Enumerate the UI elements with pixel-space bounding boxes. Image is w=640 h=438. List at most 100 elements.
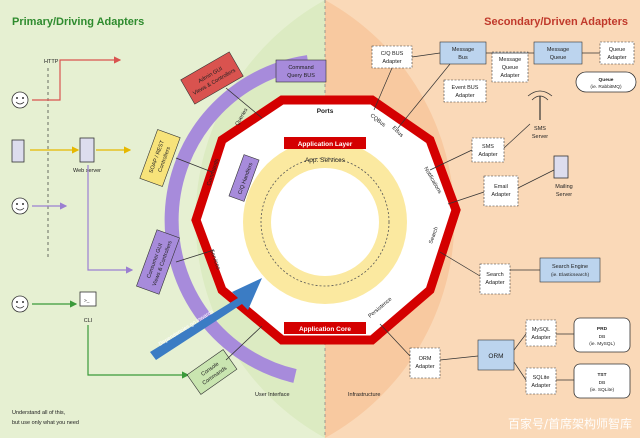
- infrastructure-label: Infrastructure: [348, 392, 380, 398]
- footnote-line-2: but use only what you need: [12, 420, 79, 426]
- cqbus-port-connector: [373, 67, 393, 111]
- message-queue: Message Queue: [533, 41, 583, 65]
- orm-mysql-connector: [513, 333, 527, 351]
- app-services-label: App. Services: [305, 157, 346, 164]
- persistence-port-connector: [379, 323, 411, 357]
- svg-text:Queue: Queue: [550, 55, 567, 61]
- test-db: TST DB (ie. SQLite): [573, 363, 631, 399]
- event-bus-adapter: Event BUS Adapter: [443, 79, 487, 103]
- orm-adapter: ORM Adapter: [409, 347, 441, 379]
- sms-server-label-1: SMS: [534, 126, 546, 132]
- cli-label: CLI: [84, 318, 93, 324]
- svg-text:MySQL: MySQL: [532, 327, 550, 333]
- admin-gui-adapter: Admin GUI Views & Controllers: [180, 51, 244, 105]
- svg-text:Search Engine: Search Engine: [552, 264, 588, 270]
- message-bus: Message Bus: [439, 41, 487, 65]
- admin-port-connector: [225, 87, 263, 119]
- svg-text:Adapter: Adapter: [531, 383, 550, 389]
- svg-text:Adapter: Adapter: [531, 335, 550, 341]
- prod-db: PRD DB (ie. MySQL): [573, 317, 631, 353]
- svg-text:SQLite: SQLite: [533, 375, 550, 381]
- svg-text:Adapter: Adapter: [485, 280, 504, 286]
- mysql-adapter: MySQL Adapter: [525, 319, 557, 347]
- cli-icon: [79, 291, 97, 307]
- svg-text:Message: Message: [452, 47, 474, 53]
- mailing-server-label-2: Server: [556, 192, 572, 198]
- cli-prompt-icon: >_: [84, 298, 90, 304]
- soap-rest-adapter: SOAP / REST Controllers: [139, 129, 181, 187]
- svg-text:Queue: Queue: [609, 47, 626, 53]
- svg-text:Adapter: Adapter: [382, 59, 401, 65]
- sms-adapter: SMS Adapter: [471, 137, 505, 163]
- http-label: HTTP: [44, 59, 59, 65]
- svg-text:Adapter: Adapter: [415, 364, 434, 370]
- server-icon: [11, 139, 25, 163]
- console-port-connector: [225, 325, 263, 361]
- sms-server-connector: [503, 123, 531, 149]
- antenna-icon: [527, 90, 553, 120]
- svg-text:(ie. MySQL): (ie. MySQL): [589, 341, 615, 347]
- svg-text:Adapter: Adapter: [491, 192, 510, 198]
- application-core-badge: [284, 322, 366, 334]
- svg-text:Search: Search: [486, 272, 503, 278]
- user-icon: [11, 295, 29, 313]
- orm-sqlite-connector: [513, 361, 527, 381]
- svg-text:Adapter: Adapter: [455, 93, 474, 99]
- sms-port-connector: [429, 149, 473, 171]
- primary-header: Primary/Driving Adapters: [12, 16, 144, 28]
- svg-text:Command: Command: [288, 65, 313, 71]
- cq-bus-adapter: C/Q BUS Adapter: [371, 45, 413, 69]
- svg-text:Adapter: Adapter: [500, 73, 519, 79]
- consumer-port-connector: [175, 249, 215, 263]
- web-server-icon: [79, 137, 95, 163]
- svg-text:Bus: Bus: [458, 55, 468, 61]
- application-layer-label: Application Layer: [298, 141, 353, 148]
- svg-text:Adapter: Adapter: [478, 152, 497, 158]
- port-label-search: Search: [428, 226, 440, 244]
- web-server-label: Web server: [73, 168, 101, 174]
- svg-text:Email: Email: [494, 184, 508, 190]
- queue-store: Queue (ie. RabbitMQ): [575, 71, 637, 93]
- svg-text:ORM: ORM: [419, 356, 432, 362]
- orm-adapter-orm-connector: [439, 355, 479, 361]
- secondary-header: Secondary/Driven Adapters: [484, 16, 628, 28]
- svg-text:ORM: ORM: [488, 353, 503, 360]
- svg-text:SMS: SMS: [482, 144, 494, 150]
- http-admin-arrow: [32, 56, 122, 101]
- webserver-consumer-arrow: [87, 165, 134, 274]
- svg-text:(ie. SQLite): (ie. SQLite): [590, 387, 615, 393]
- queue-adapter: Queue Adapter: [599, 41, 635, 65]
- email-adapter: Email Adapter: [483, 175, 519, 207]
- sqlite-adapter: SQLite Adapter: [525, 367, 557, 395]
- application-core-label: Application Core: [299, 326, 351, 333]
- svg-text:Queue: Queue: [502, 65, 519, 71]
- svg-text:(ie. Elasticsearch): (ie. Elasticsearch): [551, 272, 590, 278]
- search-engine: Search Engine (ie. Elasticsearch): [539, 257, 601, 283]
- watermark: 百家号/首席架构师智库: [508, 416, 632, 431]
- ports-label: Ports: [317, 108, 334, 115]
- domain-boundary: [260, 157, 390, 287]
- user-icon: [11, 91, 29, 109]
- svg-text:Queue: Queue: [599, 77, 614, 83]
- command-query-bus: Command Query BUS: [275, 59, 327, 83]
- soap-port-connector: [175, 157, 213, 173]
- svg-text:PRD: PRD: [597, 326, 608, 332]
- orm: ORM: [477, 339, 515, 371]
- message-queue-adapter: Message Queue Adapter: [491, 51, 529, 83]
- sms-server-label-2: Server: [532, 134, 548, 140]
- mailing-server-icon: [553, 155, 569, 179]
- user-icon: [11, 197, 29, 215]
- svg-text:(ie. RabbitMQ): (ie. RabbitMQ): [590, 84, 622, 90]
- svg-text:Message: Message: [499, 57, 521, 63]
- search-adapter: Search Adapter: [479, 263, 511, 295]
- cqbus-bus-connector: [411, 52, 441, 58]
- user-interface-label: User Interface: [255, 392, 290, 398]
- mailing-server-label-1: Mailing: [555, 184, 572, 190]
- svg-text:Adapter: Adapter: [607, 55, 626, 61]
- svg-text:Message: Message: [547, 47, 569, 53]
- email-server-connector: [517, 169, 555, 189]
- svg-text:TST: TST: [597, 372, 606, 378]
- email-port-connector: [447, 191, 485, 205]
